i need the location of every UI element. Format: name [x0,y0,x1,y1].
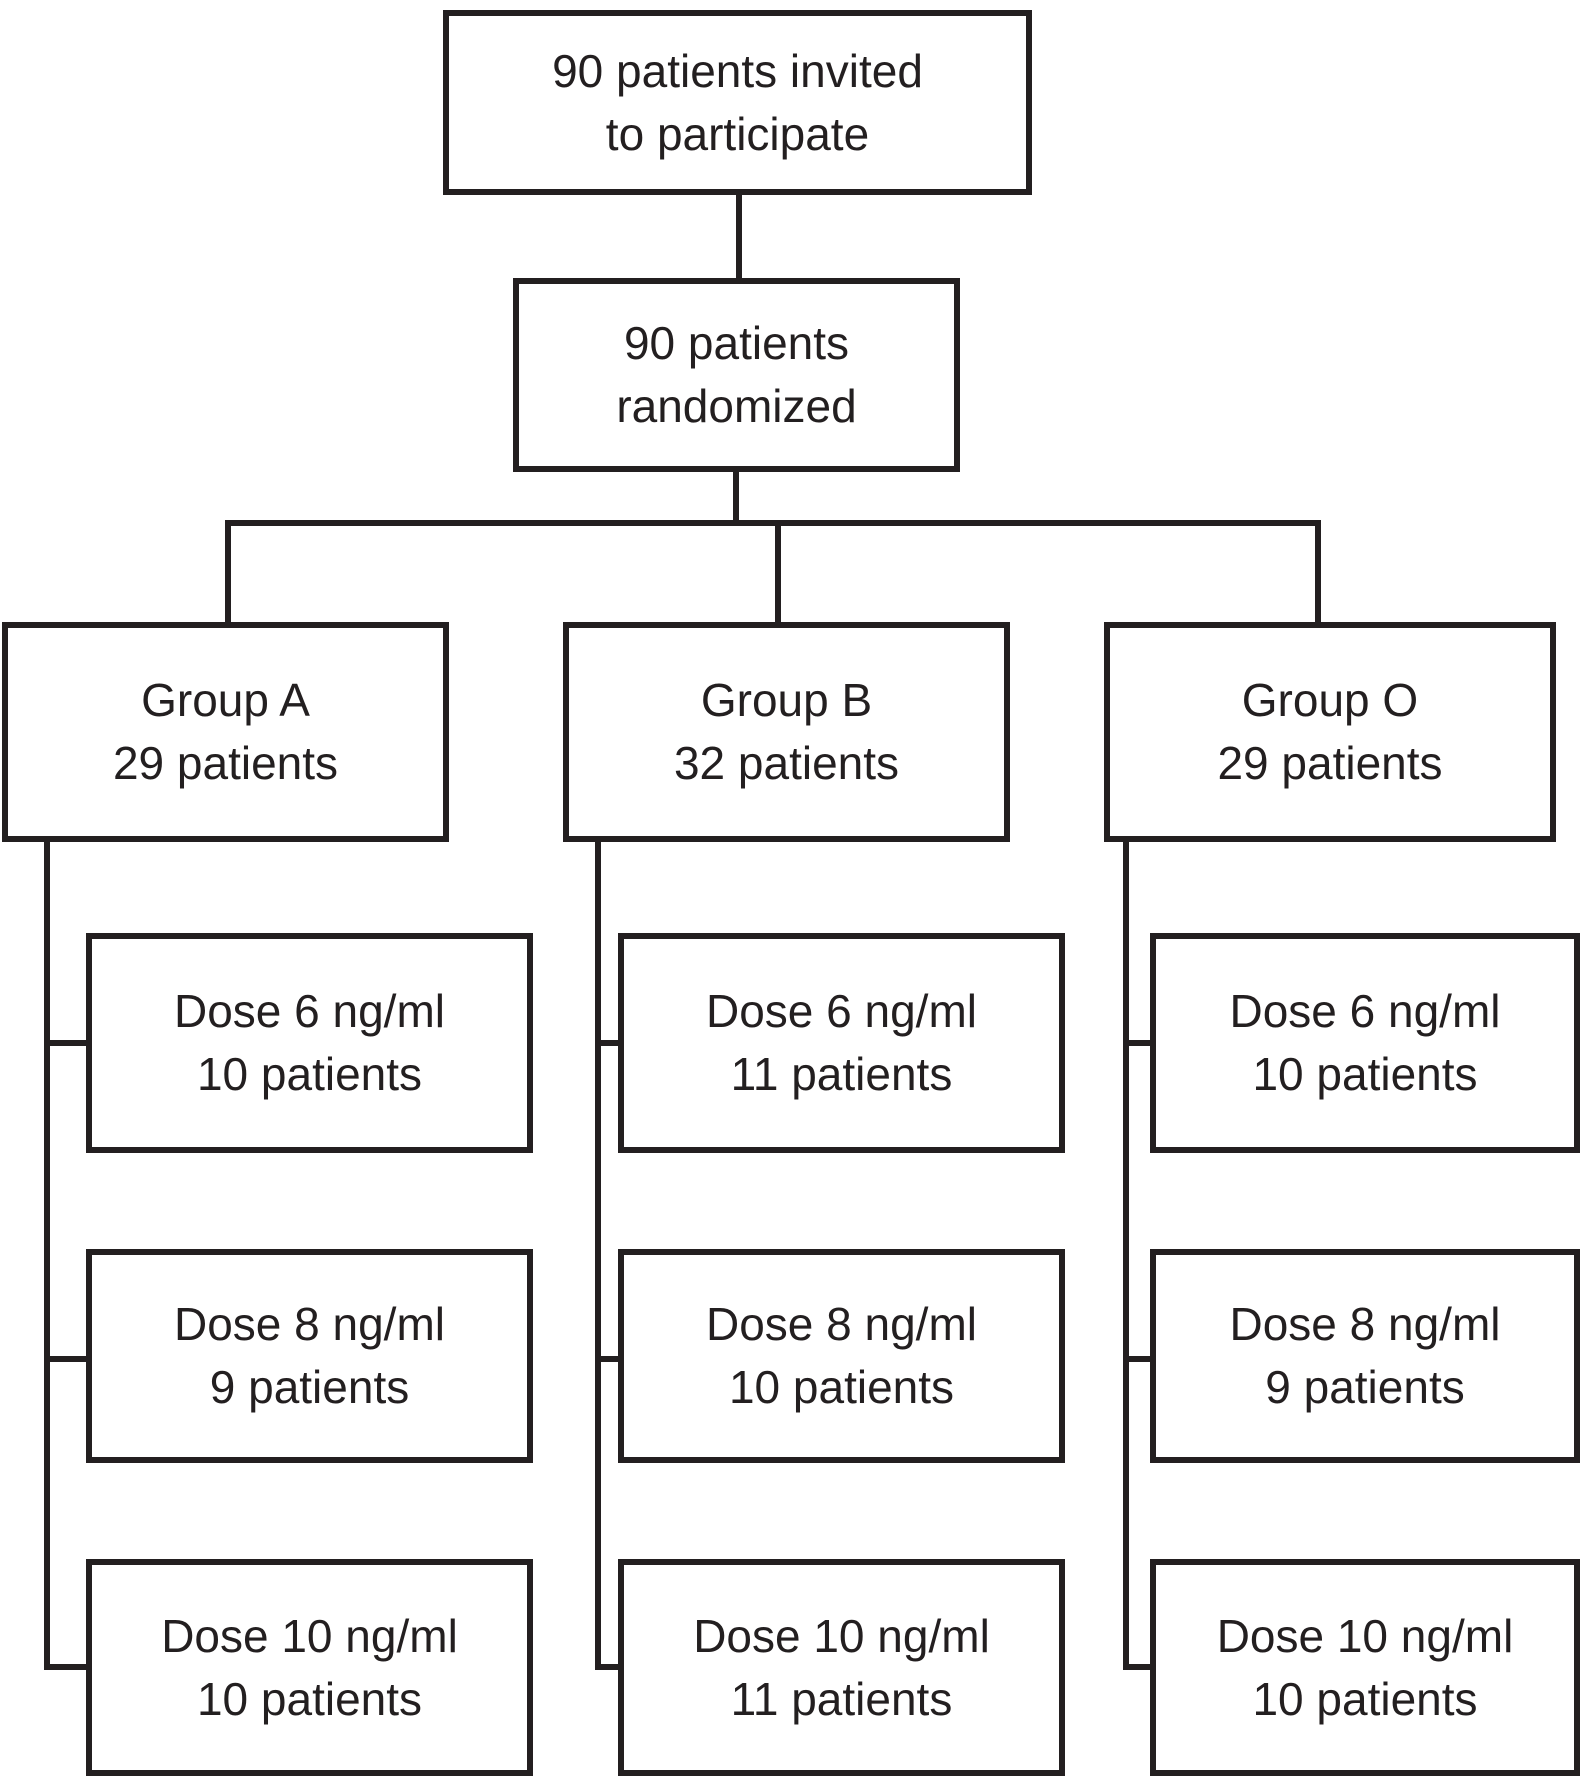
dose-label: Dose 8 ng/ml [173,1298,445,1350]
branch-line [225,520,1321,526]
group-o-box: Group O 29 patients [1104,622,1556,842]
connector-line [595,1040,618,1046]
group-a-box: Group A 29 patients [2,622,449,842]
dose-count: 10 patients [196,1672,423,1725]
connector-line [1123,1356,1150,1362]
dose-label: Dose 6 ng/ml [705,985,977,1037]
connector-line [1123,1040,1150,1046]
dose-count: 10 patients [728,1361,955,1413]
connector-line [1123,842,1129,1670]
dose-count: 9 patients [1265,1361,1465,1413]
dose-label: Dose 8 ng/ml [1229,1298,1501,1350]
group-a-dose-10-box: Dose 10 ng/ml 10 patients [86,1559,533,1776]
dose-label: Dose 6 ng/ml [1229,985,1501,1037]
dose-label: Dose 10 ng/ml [693,1609,990,1662]
group-o-dose-10-box: Dose 10 ng/ml 10 patients [1150,1559,1580,1776]
group-o-name: Group O [1241,674,1419,726]
group-b-dose-10-box: Dose 10 ng/ml 11 patients [618,1559,1065,1776]
dose-label: Dose 10 ng/ml [161,1609,458,1662]
group-b-name: Group B [700,674,873,726]
dose-count: 11 patients [730,1672,953,1725]
dose-label: Dose 8 ng/ml [705,1298,977,1350]
invited-box-line1: 90 patients invited [552,44,923,97]
group-o-dose-6-box: Dose 6 ng/ml 10 patients [1150,933,1580,1153]
connector-line [1123,1664,1150,1670]
randomized-box: 90 patients randomized [513,278,960,472]
invited-box: 90 patients invited to participate [443,10,1032,195]
group-b-count: 32 patients [673,737,900,789]
invited-box-line2: to participate [605,107,870,160]
group-a-dose-6-box: Dose 6 ng/ml 10 patients [86,933,533,1153]
randomized-box-line1: 90 patients [623,317,850,369]
dose-count: 11 patients [730,1048,953,1100]
connector-line [595,1356,618,1362]
group-o-dose-8-box: Dose 8 ng/ml 9 patients [1150,1249,1580,1463]
group-b-dose-6-box: Dose 6 ng/ml 11 patients [618,933,1065,1153]
connector-line [44,1664,86,1670]
group-a-dose-8-box: Dose 8 ng/ml 9 patients [86,1249,533,1463]
group-a-count: 29 patients [112,737,339,789]
connector-line [775,520,781,622]
connector-line [225,520,231,622]
dose-count: 9 patients [209,1361,410,1413]
group-b-dose-8-box: Dose 8 ng/ml 10 patients [618,1249,1065,1463]
dose-count: 10 patients [196,1048,423,1100]
dose-count: 10 patients [1252,1048,1478,1100]
dose-label: Dose 6 ng/ml [173,985,445,1037]
dose-label: Dose 10 ng/ml [1216,1609,1514,1662]
connector-line [595,1664,618,1670]
randomized-box-line2: randomized [616,380,857,432]
connector-line [1315,520,1321,622]
connector-line [44,1040,86,1046]
connector-line [44,842,50,1670]
group-o-count: 29 patients [1217,737,1443,789]
connector-line [733,472,739,526]
connector-line [44,1356,86,1362]
group-a-name: Group A [141,674,310,726]
dose-count: 10 patients [1252,1672,1478,1725]
connector-line [595,842,601,1670]
group-b-box: Group B 32 patients [563,622,1010,842]
connector-line [736,195,742,278]
